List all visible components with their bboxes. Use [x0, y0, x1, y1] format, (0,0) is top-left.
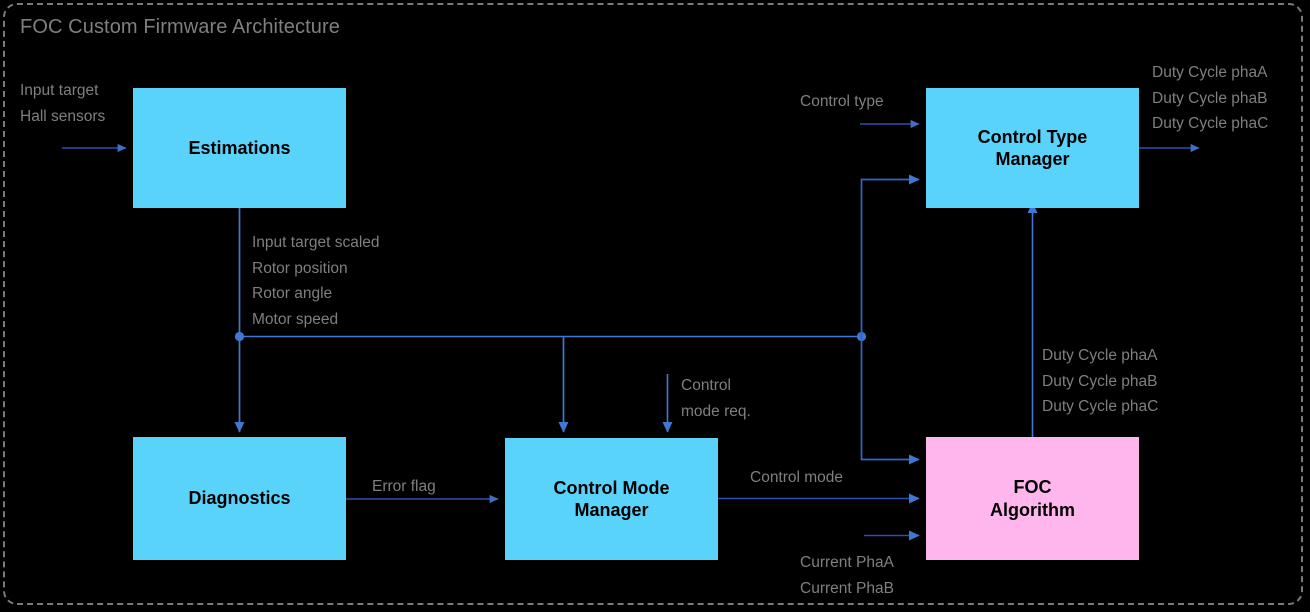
label-control-mode-req-line1: Control — [681, 377, 731, 394]
block-estimations[interactable]: Estimations — [133, 88, 346, 208]
label-rotor-angle: Rotor angle — [252, 285, 333, 302]
label-foc-duty-cycle-outputs: Duty Cycle phaA Duty Cycle phaB Duty Cyc… — [1042, 343, 1158, 420]
label-hall-sensors: Hall sensors — [20, 107, 106, 125]
label-estimations-inputs: Input target Hall sensors — [20, 78, 105, 129]
junction-dot-estimations — [234, 331, 245, 342]
block-control-type-manager-label-line1: Control Type — [977, 126, 1088, 147]
label-current-phases: Current PhaA Current PhaB — [800, 550, 894, 601]
block-control-mode-manager[interactable]: Control Mode Manager — [505, 438, 718, 560]
block-foc-algorithm-label-line1: FOC — [1013, 477, 1052, 497]
label-current-phab: Current PhaB — [800, 579, 894, 597]
block-foc-algorithm[interactable]: FOC Algorithm — [926, 437, 1139, 560]
block-foc-algorithm-label-line2: Algorithm — [990, 499, 1075, 520]
label-estimations-outputs: Input target scaled Rotor position Rotor… — [252, 230, 380, 332]
label-control-type-manager-outputs: Duty Cycle phaA Duty Cycle phaB Duty Cyc… — [1152, 60, 1268, 137]
block-diagnostics[interactable]: Diagnostics — [133, 437, 346, 560]
block-control-mode-manager-label-line2: Manager — [574, 500, 649, 520]
label-ctm-duty-cycle-phac: Duty Cycle phaC — [1152, 115, 1269, 132]
block-control-type-manager[interactable]: Control Type Manager — [926, 88, 1139, 208]
page-title: FOC Custom Firmware Architecture — [20, 16, 340, 38]
block-estimations-label: Estimations — [188, 137, 291, 158]
block-control-type-manager-label-line2: Manager — [995, 149, 1070, 169]
label-foc-duty-cycle-phac: Duty Cycle phaC — [1042, 398, 1159, 415]
label-control-mode: Control mode — [750, 469, 844, 486]
label-input-target: Input target — [20, 82, 99, 99]
label-current-phaa: Current PhaA — [800, 554, 894, 571]
label-motor-speed: Motor speed — [252, 310, 339, 328]
label-foc-duty-cycle-phab: Duty Cycle phaB — [1042, 372, 1158, 390]
wire-bus-to-control-type-manager — [860, 174, 920, 337]
label-rotor-position: Rotor position — [252, 259, 348, 277]
label-control-mode-req-line2: mode req. — [681, 402, 751, 420]
junction-dot-right — [856, 331, 867, 342]
label-ctm-duty-cycle-phab: Duty Cycle phaB — [1152, 89, 1268, 107]
label-input-target-scaled: Input target scaled — [252, 234, 380, 251]
wire-bus-to-foc-algorithm — [860, 336, 920, 465]
label-error-flag: Error flag — [372, 478, 436, 495]
label-foc-duty-cycle-phaa: Duty Cycle phaA — [1042, 347, 1158, 364]
label-control-type: Control type — [800, 93, 884, 110]
block-diagnostics-label: Diagnostics — [188, 488, 291, 509]
block-control-mode-manager-label-line1: Control Mode — [553, 477, 670, 498]
label-control-mode-req: Control mode req. — [681, 373, 751, 424]
label-ctm-duty-cycle-phaa: Duty Cycle phaA — [1152, 64, 1268, 81]
